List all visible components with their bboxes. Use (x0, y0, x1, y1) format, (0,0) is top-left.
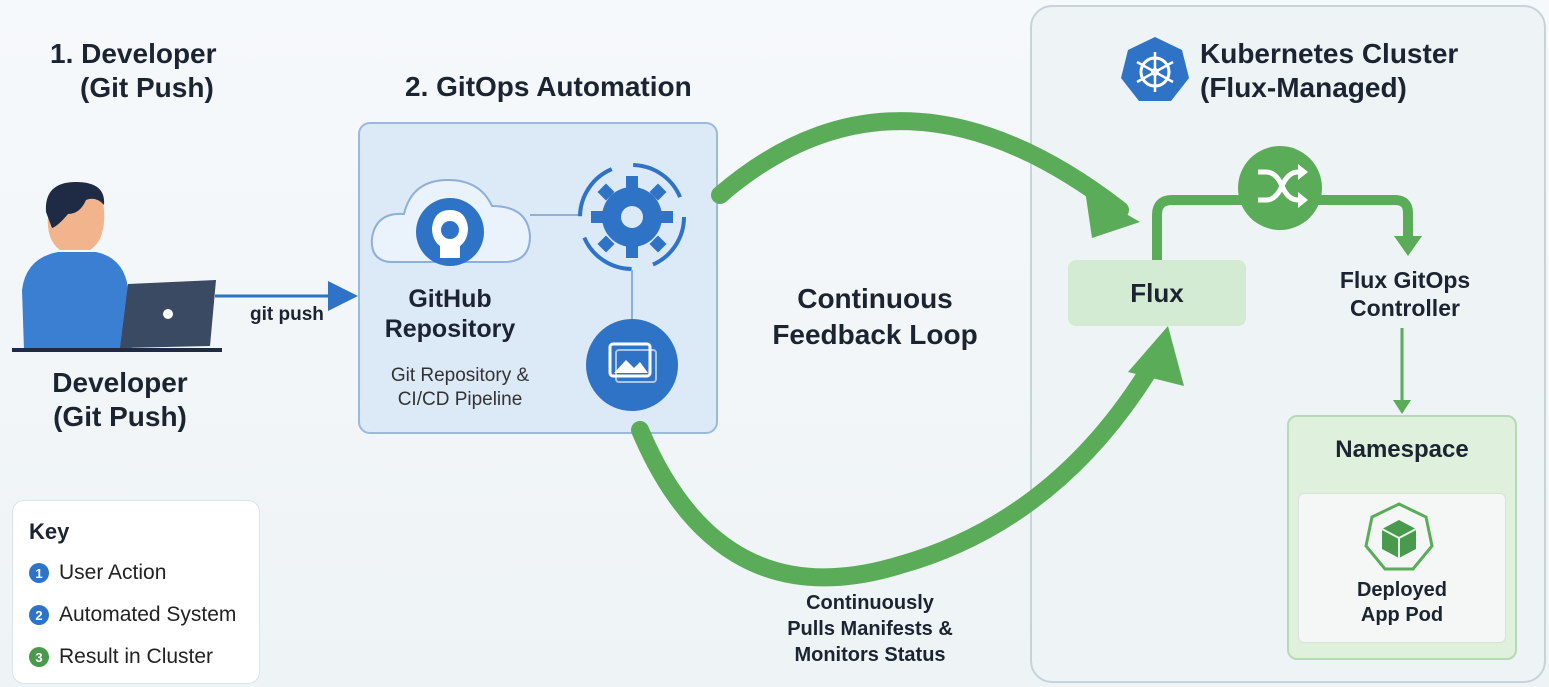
namespace-label: Namespace (1335, 436, 1469, 463)
bottom-loop-arrow (631, 351, 1164, 587)
controller-label-line2: Controller (1350, 295, 1460, 321)
key-number-badge: 3 (29, 647, 49, 667)
flux-box: Flux (1068, 260, 1246, 326)
kubernetes-icon (1121, 37, 1189, 101)
repo-sub-line1: Git Repository & (390, 365, 530, 386)
pod-label-line2: App Pod (1360, 604, 1444, 626)
developer-label-line2: (Git Push) (53, 401, 187, 432)
key-item: 1 User Action (29, 561, 166, 585)
pull-label-line3: Monitors Status (794, 644, 946, 666)
key-item-label: Result in Cluster (59, 645, 214, 668)
cluster-title-line1: Kubernetes Cluster (1200, 38, 1459, 69)
developer-label-line1: Developer (52, 367, 188, 398)
key-item-label: Automated System (59, 603, 237, 626)
key-item: 3 Result in Cluster (29, 645, 213, 669)
pod-label-line1: Deployed (1356, 579, 1448, 601)
cluster-title-line2: (Flux-Managed) (1200, 72, 1407, 103)
key-item: 2 Automated System (29, 603, 236, 627)
key-number-badge: 2 (29, 605, 49, 625)
git-push-label: git push (250, 304, 324, 325)
developer-heading-line1: 1. Developer (50, 38, 217, 69)
repo-title-line1: GitHub (408, 285, 492, 313)
key-title: Key (29, 519, 70, 544)
controller-label-line1: Flux GitOps (1339, 267, 1471, 293)
automation-heading: 2. GitOps Automation (405, 71, 692, 102)
repo-sub-line2: CI/CD Pipeline (397, 389, 523, 410)
pull-label-line2: Pulls Manifests & (787, 618, 953, 640)
key-number-badge: 1 (29, 563, 49, 583)
key-legend: Key 1 User Action 2 Automated System 3 R… (12, 500, 260, 684)
image-icon (586, 319, 678, 411)
developer-heading-line2: (Git Push) (80, 72, 214, 103)
gear-sync-icon (578, 163, 686, 271)
top-loop-arrow (711, 112, 1129, 219)
pull-label-line1: Continuously (806, 592, 934, 614)
loop-label-line1: Continuous (797, 283, 953, 314)
shuffle-icon (1238, 146, 1322, 230)
cube-icon (1364, 502, 1434, 571)
repo-title-line2: Repository (384, 315, 516, 343)
developer-icon (12, 182, 222, 352)
loop-label-line2: Feedback Loop (772, 319, 978, 350)
github-icon (416, 198, 484, 266)
key-item-label: User Action (59, 561, 167, 584)
laptop-icon (120, 280, 216, 348)
